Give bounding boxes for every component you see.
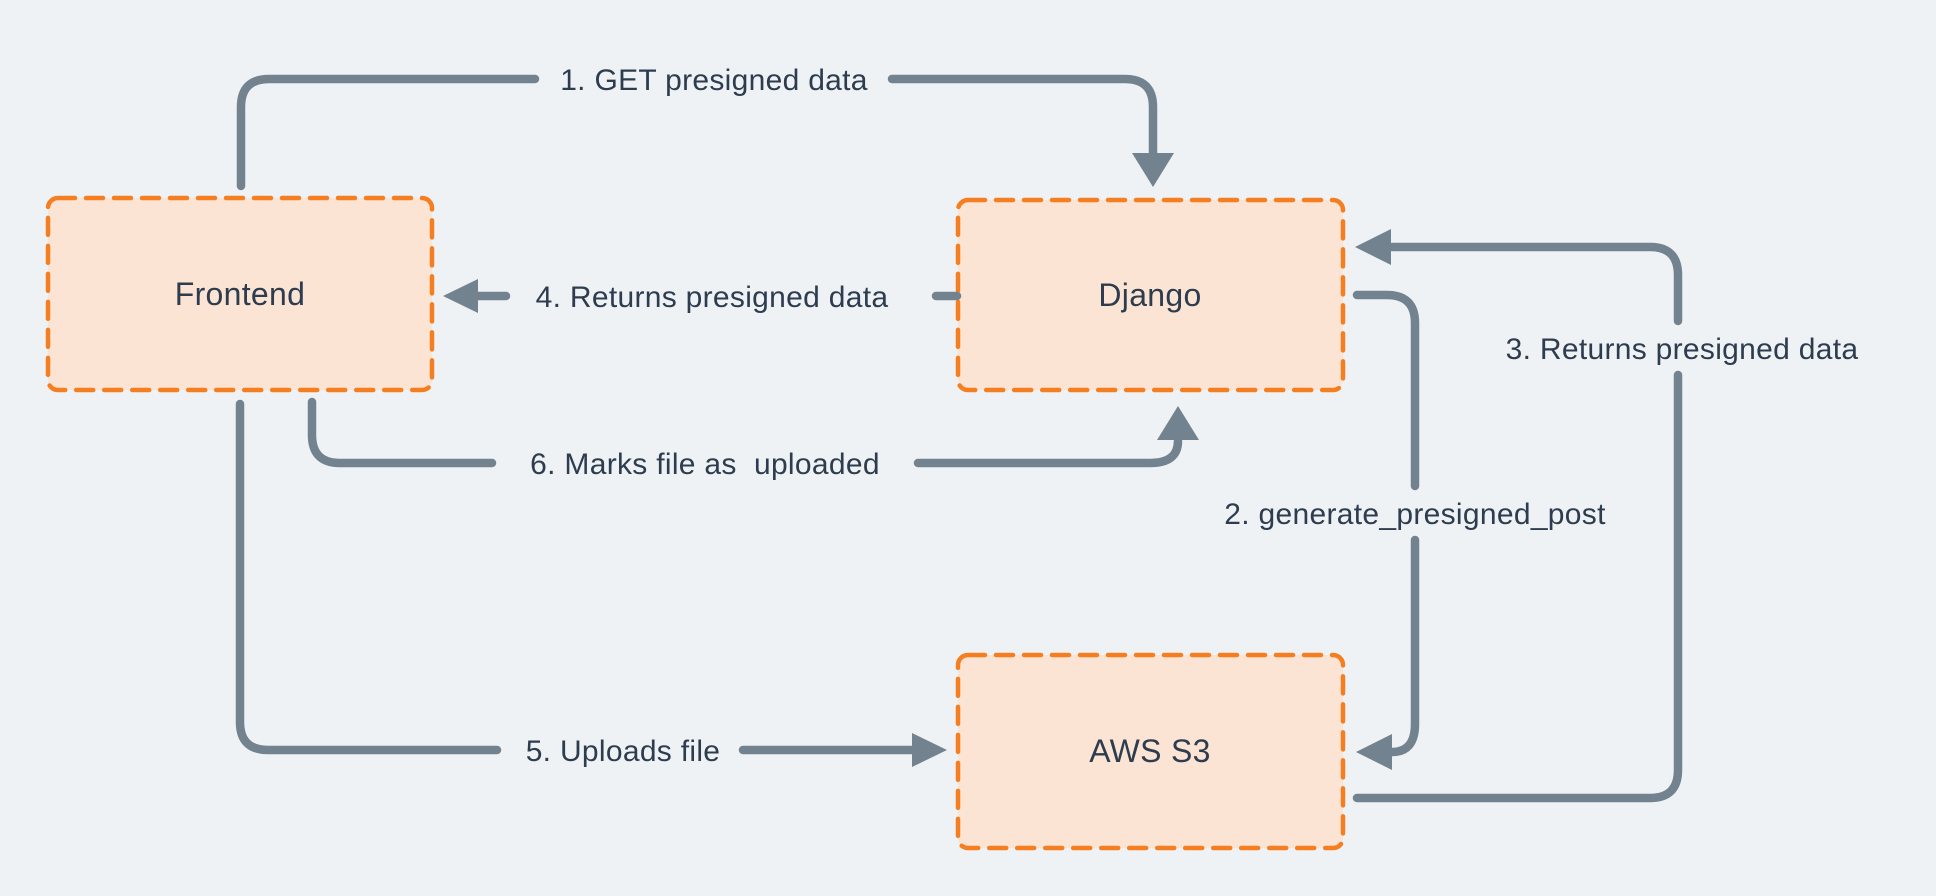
django-node-box bbox=[955, 197, 1346, 393]
aws-s3-node: AWS S3 bbox=[955, 652, 1346, 851]
edge-1-label: 1. GET presigned data bbox=[560, 64, 868, 97]
edge-4-label: 4. Returns presigned data bbox=[536, 281, 889, 314]
edge-3: 3. Returns presigned data bbox=[1352, 229, 1859, 803]
edge-6-line-end bbox=[913, 436, 1183, 468]
frontend-node-label: Frontend bbox=[175, 276, 305, 312]
edge-1-line-end bbox=[887, 74, 1158, 161]
aws-s3-node-label: AWS S3 bbox=[1089, 733, 1211, 769]
edge-3-line-end bbox=[1387, 242, 1683, 326]
edge-1-line-start bbox=[236, 74, 540, 191]
edge-4-arrowhead-icon bbox=[443, 279, 478, 313]
edge-5: 5. Uploads file bbox=[235, 399, 947, 768]
edge-6-arrowhead-icon bbox=[1157, 406, 1199, 440]
frontend-node-box bbox=[45, 195, 435, 393]
edge-5-label: 5. Uploads file bbox=[526, 735, 721, 768]
edge-6-label: 6. Marks file as uploaded bbox=[530, 448, 880, 481]
edge-1-arrowhead-icon bbox=[1132, 153, 1174, 187]
edge-6-line-start bbox=[307, 397, 497, 468]
edge-2-line-start bbox=[1352, 290, 1420, 491]
edge-4: 4. Returns presigned data bbox=[443, 279, 962, 314]
edge-2-line-end bbox=[1387, 535, 1420, 757]
edge-2-label: 2. generate_presigned_post bbox=[1224, 498, 1606, 531]
edge-1: 1. GET presigned data bbox=[236, 64, 1174, 191]
aws-s3-node-box bbox=[955, 652, 1346, 851]
django-node-label: Django bbox=[1098, 277, 1201, 313]
django-node: Django bbox=[955, 197, 1346, 393]
frontend-node: Frontend bbox=[45, 195, 435, 393]
edge-3-label: 3. Returns presigned data bbox=[1506, 333, 1859, 366]
edge-3-arrowhead-icon bbox=[1355, 229, 1391, 265]
edge-2-arrowhead-icon bbox=[1356, 734, 1392, 770]
edge-3-line-start bbox=[1352, 370, 1683, 803]
edge-5-line-start bbox=[235, 399, 502, 755]
edge-5-arrowhead-icon bbox=[912, 733, 947, 767]
edge-2: 2. generate_presigned_post bbox=[1224, 290, 1606, 770]
edge-6: 6. Marks file as uploaded bbox=[307, 397, 1199, 481]
